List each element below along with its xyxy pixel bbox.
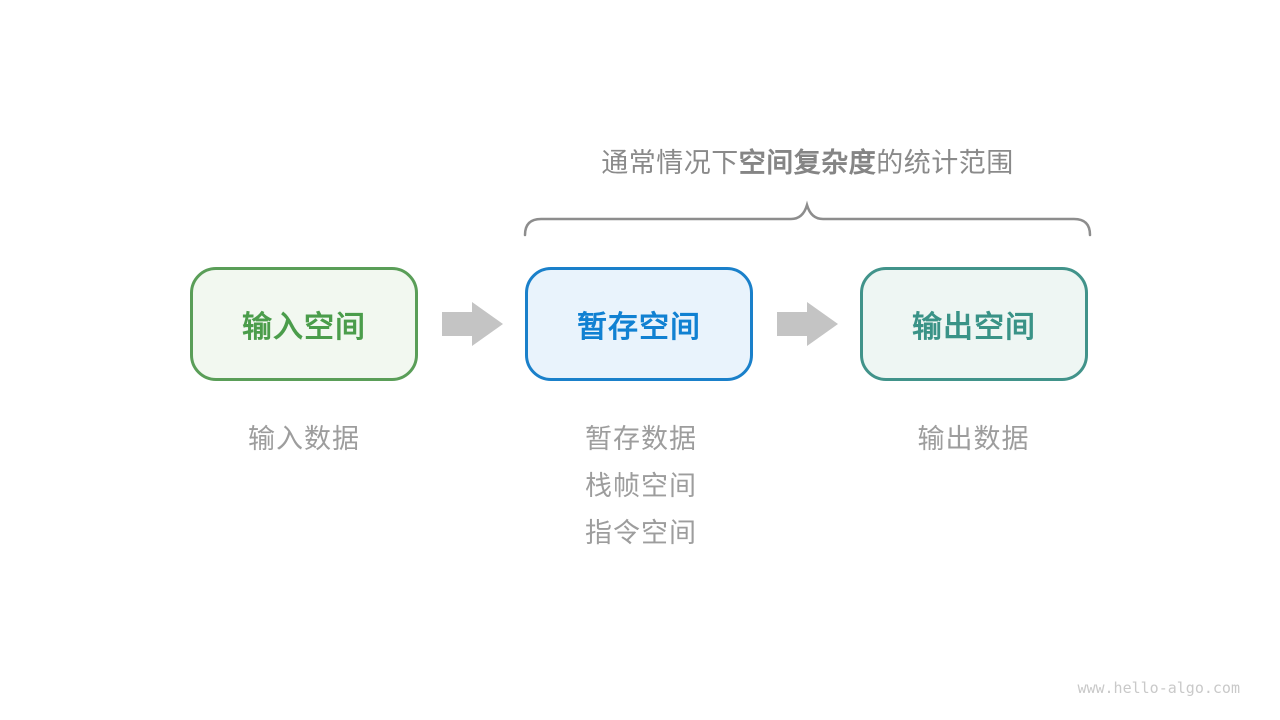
right-arrow-icon	[442, 302, 503, 346]
box-temp-space: 暂存空间	[525, 267, 753, 381]
box-input-space: 输入空间	[190, 267, 418, 381]
note-line: 指令空间	[585, 518, 697, 548]
title-prefix: 通常情况下	[601, 148, 739, 178]
box-temp-space-label: 暂存空间	[577, 311, 701, 344]
right-arrow-icon	[777, 302, 838, 346]
note-line: 输出数据	[917, 424, 1030, 454]
note-output-space: 输出数据	[860, 416, 1087, 463]
title-bold-term: 空间复杂度	[738, 148, 877, 178]
note-line: 暂存数据	[585, 424, 697, 454]
curly-brace	[523, 200, 1092, 237]
note-line: 栈帧空间	[585, 471, 697, 501]
box-input-space-label: 输入空间	[242, 311, 366, 344]
box-output-space-label: 输出空间	[912, 311, 1036, 344]
diagram-title: 通常情况下空间复杂度的统计范围	[515, 146, 1100, 180]
title-suffix: 的统计范围	[876, 148, 1014, 178]
note-input-space: 输入数据	[190, 416, 418, 463]
box-output-space: 输出空间	[860, 267, 1088, 381]
watermark: www.hello-algo.com	[1077, 679, 1240, 697]
note-temp-space: 暂存数据 栈帧空间 指令空间	[585, 416, 697, 557]
note-line: 输入数据	[248, 424, 360, 454]
